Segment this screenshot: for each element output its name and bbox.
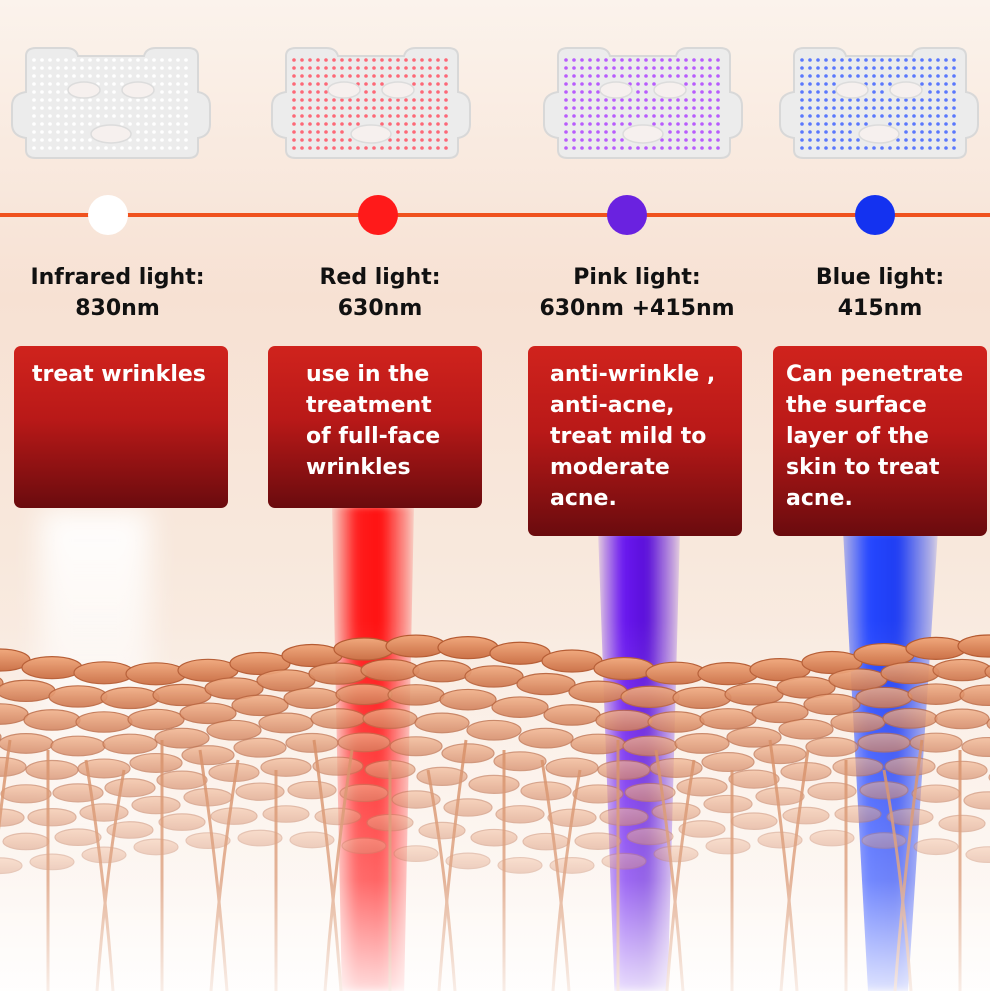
infrared-name: Infrared light: [30,265,205,290]
mask-opening [327,81,361,99]
led-mask-red [266,42,476,162]
infrared-wavelength: 830nm [75,296,160,321]
mask-opening [67,81,101,99]
mask-leds [292,58,448,150]
mask-opening [90,124,132,144]
led-mask-pink [538,42,748,162]
mask-leds [564,58,720,150]
pink-label: Pink light: 630nm +415nm [527,262,747,324]
blue-card: Can penetrate the surface layer of the s… [773,346,987,536]
mask-opening [889,81,923,99]
red-name: Red light: [319,265,441,290]
pink-dot [607,195,647,235]
pink-card: anti-wrinkle , anti-acne, treat mild to … [528,346,742,536]
pink-description: anti-wrinkle , anti-acne, treat mild to … [550,362,716,511]
mask-opening [350,124,392,144]
blue-description: Can penetrate the surface layer of the s… [786,362,964,511]
blue-name: Blue light: [815,265,945,290]
red-label: Red light: 630nm [275,262,485,324]
mask-leds [32,58,188,150]
skin-cross-section [0,620,990,991]
red-card: use in the treatment of full-face wrinkl… [268,346,482,508]
infrared-card: treat wrinkles [14,346,228,508]
infrared-label: Infrared light: 830nm [10,262,225,324]
mask-opening [835,81,869,99]
red-description: use in the treatment of full-face wrinkl… [306,362,441,480]
pink-wavelength: 630nm +415nm [539,296,735,321]
blue-label: Blue light: 415nm [775,262,985,324]
blue-wavelength: 415nm [837,296,923,321]
mask-opening [121,81,155,99]
red-wavelength: 630nm [337,296,423,321]
blue-dot [855,195,895,235]
mask-opening [653,81,687,99]
pink-name: Pink light: [573,265,701,290]
mask-opening [381,81,415,99]
infrared-description: treat wrinkles [32,362,206,387]
red-dot [358,195,398,235]
led-mask-blue [774,42,984,162]
timeline-line [0,213,990,217]
led-mask-infrared [6,42,216,162]
infrared-dot [88,195,128,235]
mask-opening [622,124,664,144]
mask-leds [800,58,956,150]
mask-opening [858,124,900,144]
mask-opening [599,81,633,99]
